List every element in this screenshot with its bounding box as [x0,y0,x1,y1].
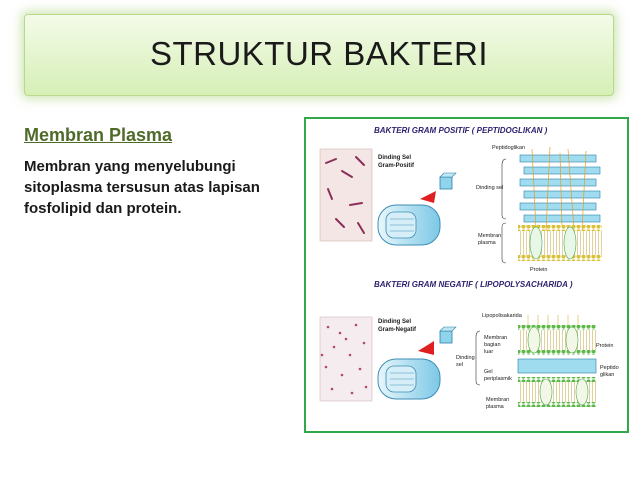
label-peptido-2: glikan [600,372,614,378]
label-gel-1: Gel [484,369,493,375]
body-paragraph: Membran yang menyelubungi sitoplasma ter… [24,158,260,217]
zoom-arrow-positive [420,191,436,203]
label-membran-bagian-3: luar [484,349,493,355]
outer-membrane [518,325,596,355]
label-dinding-negative-2: sel [456,362,463,368]
gram-negative-label-1: Dinding Sel [378,319,411,325]
gram-negative-cell-cutaway [377,358,441,400]
zoom-arrow-negative [418,341,434,355]
bacteria-structure-figure: BAKTERI GRAM POSITIF ( PEPTIDOGLIKAN ) D… [304,117,629,433]
zoom-cube-positive [439,172,457,190]
gram-positive-caption: BAKTERI GRAM POSITIF ( PEPTIDOGLIKAN ) [374,126,548,135]
gram-negative-caption: BAKTERI GRAM NEGATIF ( LIPOPOLYSACHARIDA… [374,280,573,289]
zoom-cube-negative [439,326,457,344]
label-dinding-sel: Dinding sel [476,185,503,191]
slide-title: STRUKTUR BAKTERI [149,35,489,72]
label-membran-2: plasma [478,240,497,246]
section-heading: Membran Plasma [24,125,173,145]
gram-negative-micrograph [319,316,373,402]
label-membran-plasma-neg-2: plasma [486,404,505,410]
periplasm-peptidoglycan [517,358,597,374]
lps-chains [527,315,579,325]
plasma-membrane-negative [518,377,596,407]
label-peptido-1: Peptido [600,365,619,371]
label-dinding-negative-1: Dinding [456,355,475,361]
bracket-dinding-positive [501,158,507,220]
gram-positive-cell-cutaway [377,204,441,246]
bacteria-diagram: BAKTERI GRAM POSITIF ( PEPTIDOGLIKAN ) D… [319,126,619,410]
gram-positive-micrograph [319,148,373,242]
peptidoglycan-layers [519,146,601,232]
title-banner: STRUKTUR BAKTERI [24,14,614,96]
bracket-membran-positive [501,222,507,264]
bracket-dinding-negative [475,330,481,386]
label-lipopolisakarida: Lipopolisakarida [482,313,523,319]
label-membran-1: Membran [478,233,501,239]
label-protein-positive: Protein [530,267,547,273]
gram-negative-label-2: Gram-Negatif [378,327,417,333]
label-membran-bagian-1: Membran [484,335,507,341]
gram-positive-label-1: Dinding Sel [378,155,411,161]
lipid-bilayer-positive [518,225,602,261]
label-gel-2: periplasmik [484,376,512,382]
label-membran-bagian-2: bagian [484,342,501,348]
label-protein-negative: Protein [596,343,613,349]
gram-positive-label-2: Gram-Positif [378,163,415,169]
label-peptidoglikan: Peptidoglikan [492,145,525,151]
label-membran-plasma-neg-1: Membran [486,397,509,403]
